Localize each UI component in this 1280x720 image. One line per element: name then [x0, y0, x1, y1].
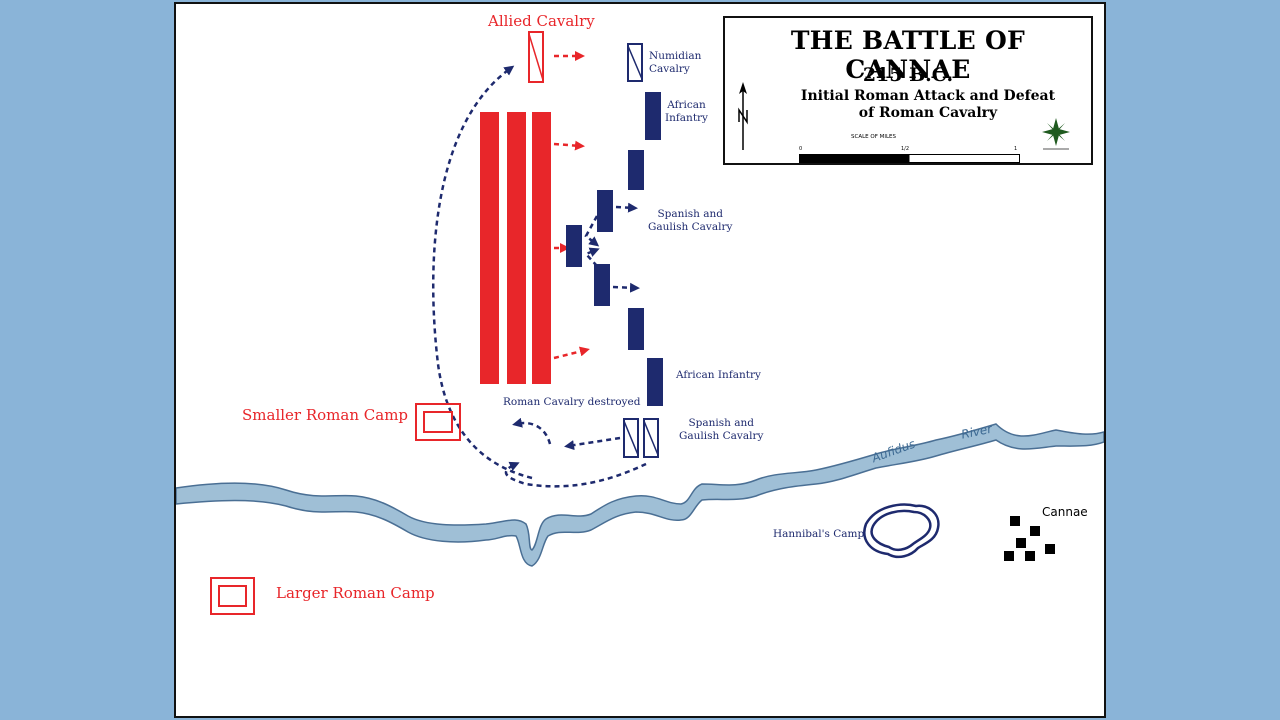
allied-cavalry-unit	[528, 31, 544, 83]
scale-tick-1: 1	[1014, 146, 1018, 152]
african-infantry-top-line2: Infantry	[665, 112, 708, 124]
carthaginian-movement-arrows	[432, 65, 647, 488]
cannae-label: Cannae	[1042, 505, 1088, 519]
spanish-gaulish-top-label: Spanish and Gaulish Cavalry	[648, 208, 732, 234]
spanish-gaulish-bottom-label: Spanish and Gaulish Cavalry	[679, 417, 763, 443]
cannae-town-icon	[1004, 516, 1055, 561]
smaller-roman-camp-label: Smaller Roman Camp	[242, 406, 409, 424]
map-subtitle: Initial Roman Attack and Defeat of Roman…	[745, 88, 1104, 122]
compass-star-icon	[1042, 118, 1070, 150]
map-subtitle-line1: Initial Roman Attack and Defeat	[800, 88, 1056, 104]
scale-label: SCALE OF MILES	[851, 134, 897, 140]
hannibals-camp-label: Hannibal's Camp	[773, 528, 865, 540]
map-subtitle-line2: of Roman Cavalry	[858, 105, 998, 121]
african-infantry-bottom-label: African Infantry	[676, 369, 761, 381]
larger-roman-camp-icon	[210, 577, 255, 615]
allied-cavalry-label: Allied Cavalry	[488, 12, 595, 30]
roman-cavalry-destroyed-label: Roman Cavalry destroyed	[503, 396, 641, 408]
spanish-gaulish-top-line2: Gaulish Cavalry	[648, 221, 733, 233]
aufidus-river	[176, 423, 1104, 567]
african-infantry-top-label: African Infantry	[665, 99, 708, 125]
title-box: THE BATTLE OF CANNAE 215 B.C. Initial Ro…	[723, 16, 1093, 165]
numidian-cavalry-line2: Cavalry	[649, 63, 690, 75]
spanish-gaulish-bottom-line2: Gaulish Cavalry	[679, 430, 764, 442]
scale-tick-half: 1/2	[901, 146, 910, 152]
roman-advance-arrows	[553, 51, 590, 360]
scale-tick-0: 0	[799, 146, 803, 152]
battle-map: Allied Cavalry Numidian Cavalry African …	[174, 2, 1106, 718]
african-infantry-top-line1: African	[667, 99, 706, 111]
map-title: THE BATTLE OF CANNAE	[790, 26, 1026, 84]
roman-infantry	[480, 112, 551, 384]
larger-roman-camp-label: Larger Roman Camp	[276, 584, 435, 602]
spanish-gaulish-top-line1: Spanish and	[657, 208, 723, 220]
map-date: 215 B.C.	[862, 64, 954, 86]
numidian-cavalry-line1: Numidian	[649, 50, 702, 62]
north-arrow-icon	[738, 82, 748, 150]
carthaginian-units	[566, 43, 663, 458]
spanish-gaulish-bottom-line1: Spanish and	[688, 417, 754, 429]
scale-bar	[799, 154, 1020, 163]
smaller-roman-camp-icon	[415, 403, 461, 441]
numidian-cavalry-label: Numidian Cavalry	[649, 50, 701, 76]
map-drawing	[176, 31, 1104, 615]
hannibals-camp-icon	[863, 503, 940, 559]
